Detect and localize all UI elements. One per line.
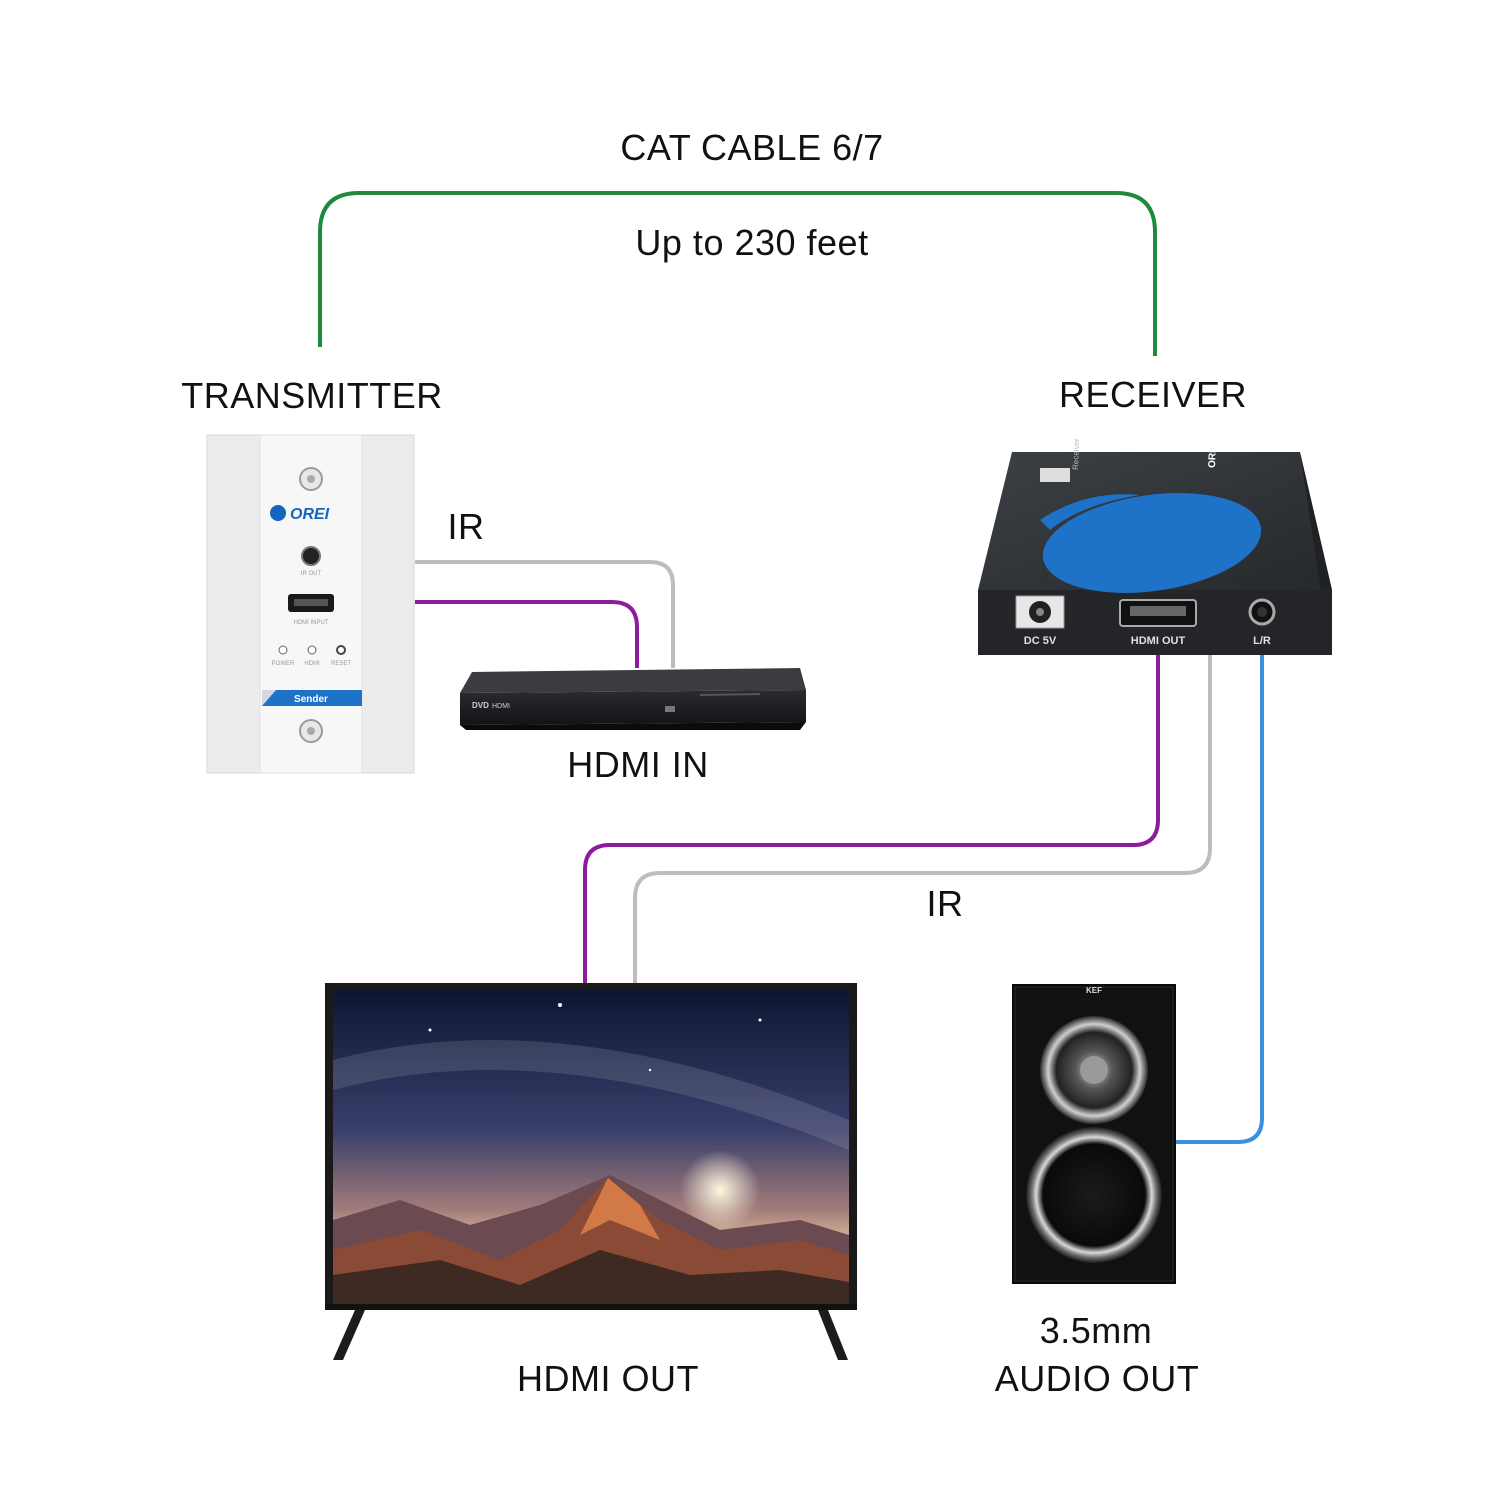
receiver-brand: OREI [1207, 443, 1219, 468]
power-led-icon [278, 645, 288, 655]
ir-cable-top [415, 560, 675, 668]
receiver-label: RECEIVER [1058, 374, 1248, 415]
audio-out-line1: 3.5mm [1039, 1310, 1153, 1351]
receiver-box: Receiver OREI DC 5V HDMI OUT L/R [978, 438, 1332, 655]
hdmi-led-icon [307, 645, 317, 655]
television [325, 983, 857, 1360]
cable-distance: Up to 230 feet [635, 222, 869, 263]
ir-out-label: IR OUT [301, 571, 322, 577]
ir-cable-bottom [633, 655, 1212, 985]
dvd-logo: DVD [472, 701, 489, 710]
hdmi-out-cable [583, 655, 1160, 985]
ir-jack-icon [301, 546, 321, 566]
speaker: KEF [1012, 984, 1176, 1284]
woofer-icon [1026, 1127, 1162, 1263]
hdmi-led-label: HDMI [304, 661, 320, 667]
hdmi-cable-top [415, 600, 639, 668]
dvd-player: DVD HDMI [460, 668, 806, 730]
orei-swoosh-icon [1042, 493, 1262, 593]
cable-title: CAT CABLE 6/7 [620, 127, 884, 168]
reset-button-icon [336, 645, 346, 655]
transmitter-label: TRANSMITTER [181, 375, 443, 416]
hdmi-in-label: HDMI IN [567, 744, 709, 785]
audio-cable [1176, 655, 1264, 1144]
ir-label-top: IR [447, 506, 485, 547]
plate-brand: OREI [290, 506, 330, 523]
power-label: POWER [272, 661, 295, 667]
audio-out-line2: AUDIO OUT [994, 1358, 1200, 1399]
reset-label: RESET [331, 661, 351, 667]
hdmi-input-label: HDMI INPUT [294, 620, 329, 626]
cat-cable-line [318, 191, 1157, 356]
orei-logo-icon [270, 505, 286, 521]
dc-label: DC 5V [1024, 635, 1057, 647]
hdmi-logo: HDMI [492, 703, 510, 710]
hdmi-out-label: HDMI OUT [517, 1358, 699, 1399]
receiver-hdmi-out-label: HDMI OUT [1131, 635, 1186, 647]
sender-badge-label: Sender [294, 694, 328, 705]
receiver-side-tag: Receiver [1071, 438, 1081, 470]
lr-label: L/R [1253, 635, 1271, 647]
sender-badge [262, 690, 362, 706]
speaker-brand: KEF [1086, 986, 1102, 995]
ir-label-bottom: IR [926, 883, 964, 924]
transmitter-plate: OREI IR OUT HDMI INPUT POWER HDMI RESET … [206, 434, 415, 774]
